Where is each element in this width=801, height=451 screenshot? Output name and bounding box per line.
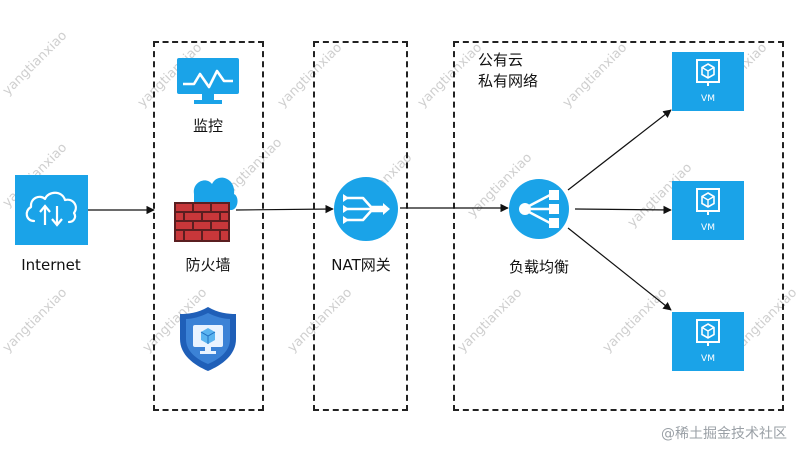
monitor-label: 监控: [192, 117, 224, 135]
vm-icon: [672, 312, 744, 371]
vm-icon: [672, 52, 744, 111]
edge-lb-vm3: [567, 227, 672, 311]
firewall-label: 防火墙: [185, 256, 231, 274]
nat-gateway-label: NAT网关: [331, 256, 391, 274]
security-shield-icon: [178, 305, 238, 373]
security-zone: [153, 41, 264, 411]
vm-label-2: VM: [701, 223, 715, 233]
vm-node-1: VM: [672, 52, 744, 111]
nat-zone: [313, 41, 408, 411]
public-cloud-vpc-zone: [453, 41, 784, 411]
footer-credit: @稀土掘金技术社区: [661, 426, 787, 442]
vm-label-1: VM: [701, 94, 715, 104]
edge-lb-vm2: [574, 205, 672, 215]
vm-node-3: VM: [672, 312, 744, 371]
vm-label-3: VM: [701, 354, 715, 364]
firewall-icon: [172, 172, 238, 244]
load-balancer-icon: [508, 178, 570, 240]
nat-gateway-icon: [333, 176, 399, 242]
vpc-zone-title-line2: 私有网络: [478, 72, 539, 90]
internet-label: Internet: [21, 256, 81, 274]
vpc-zone-title-line1: 公有云: [478, 51, 524, 69]
vm-icon: [672, 181, 744, 240]
edge-lb-vm1: [567, 109, 672, 191]
monitor-icon: [176, 57, 240, 105]
internet-cloud-icon: [15, 175, 88, 245]
vpc-zone-title: 公有云 私有网络: [478, 50, 538, 92]
vm-node-2: VM: [672, 181, 744, 240]
edge-firewall-nat: [235, 204, 334, 214]
load-balancer-label: 负载均衡: [508, 258, 570, 276]
